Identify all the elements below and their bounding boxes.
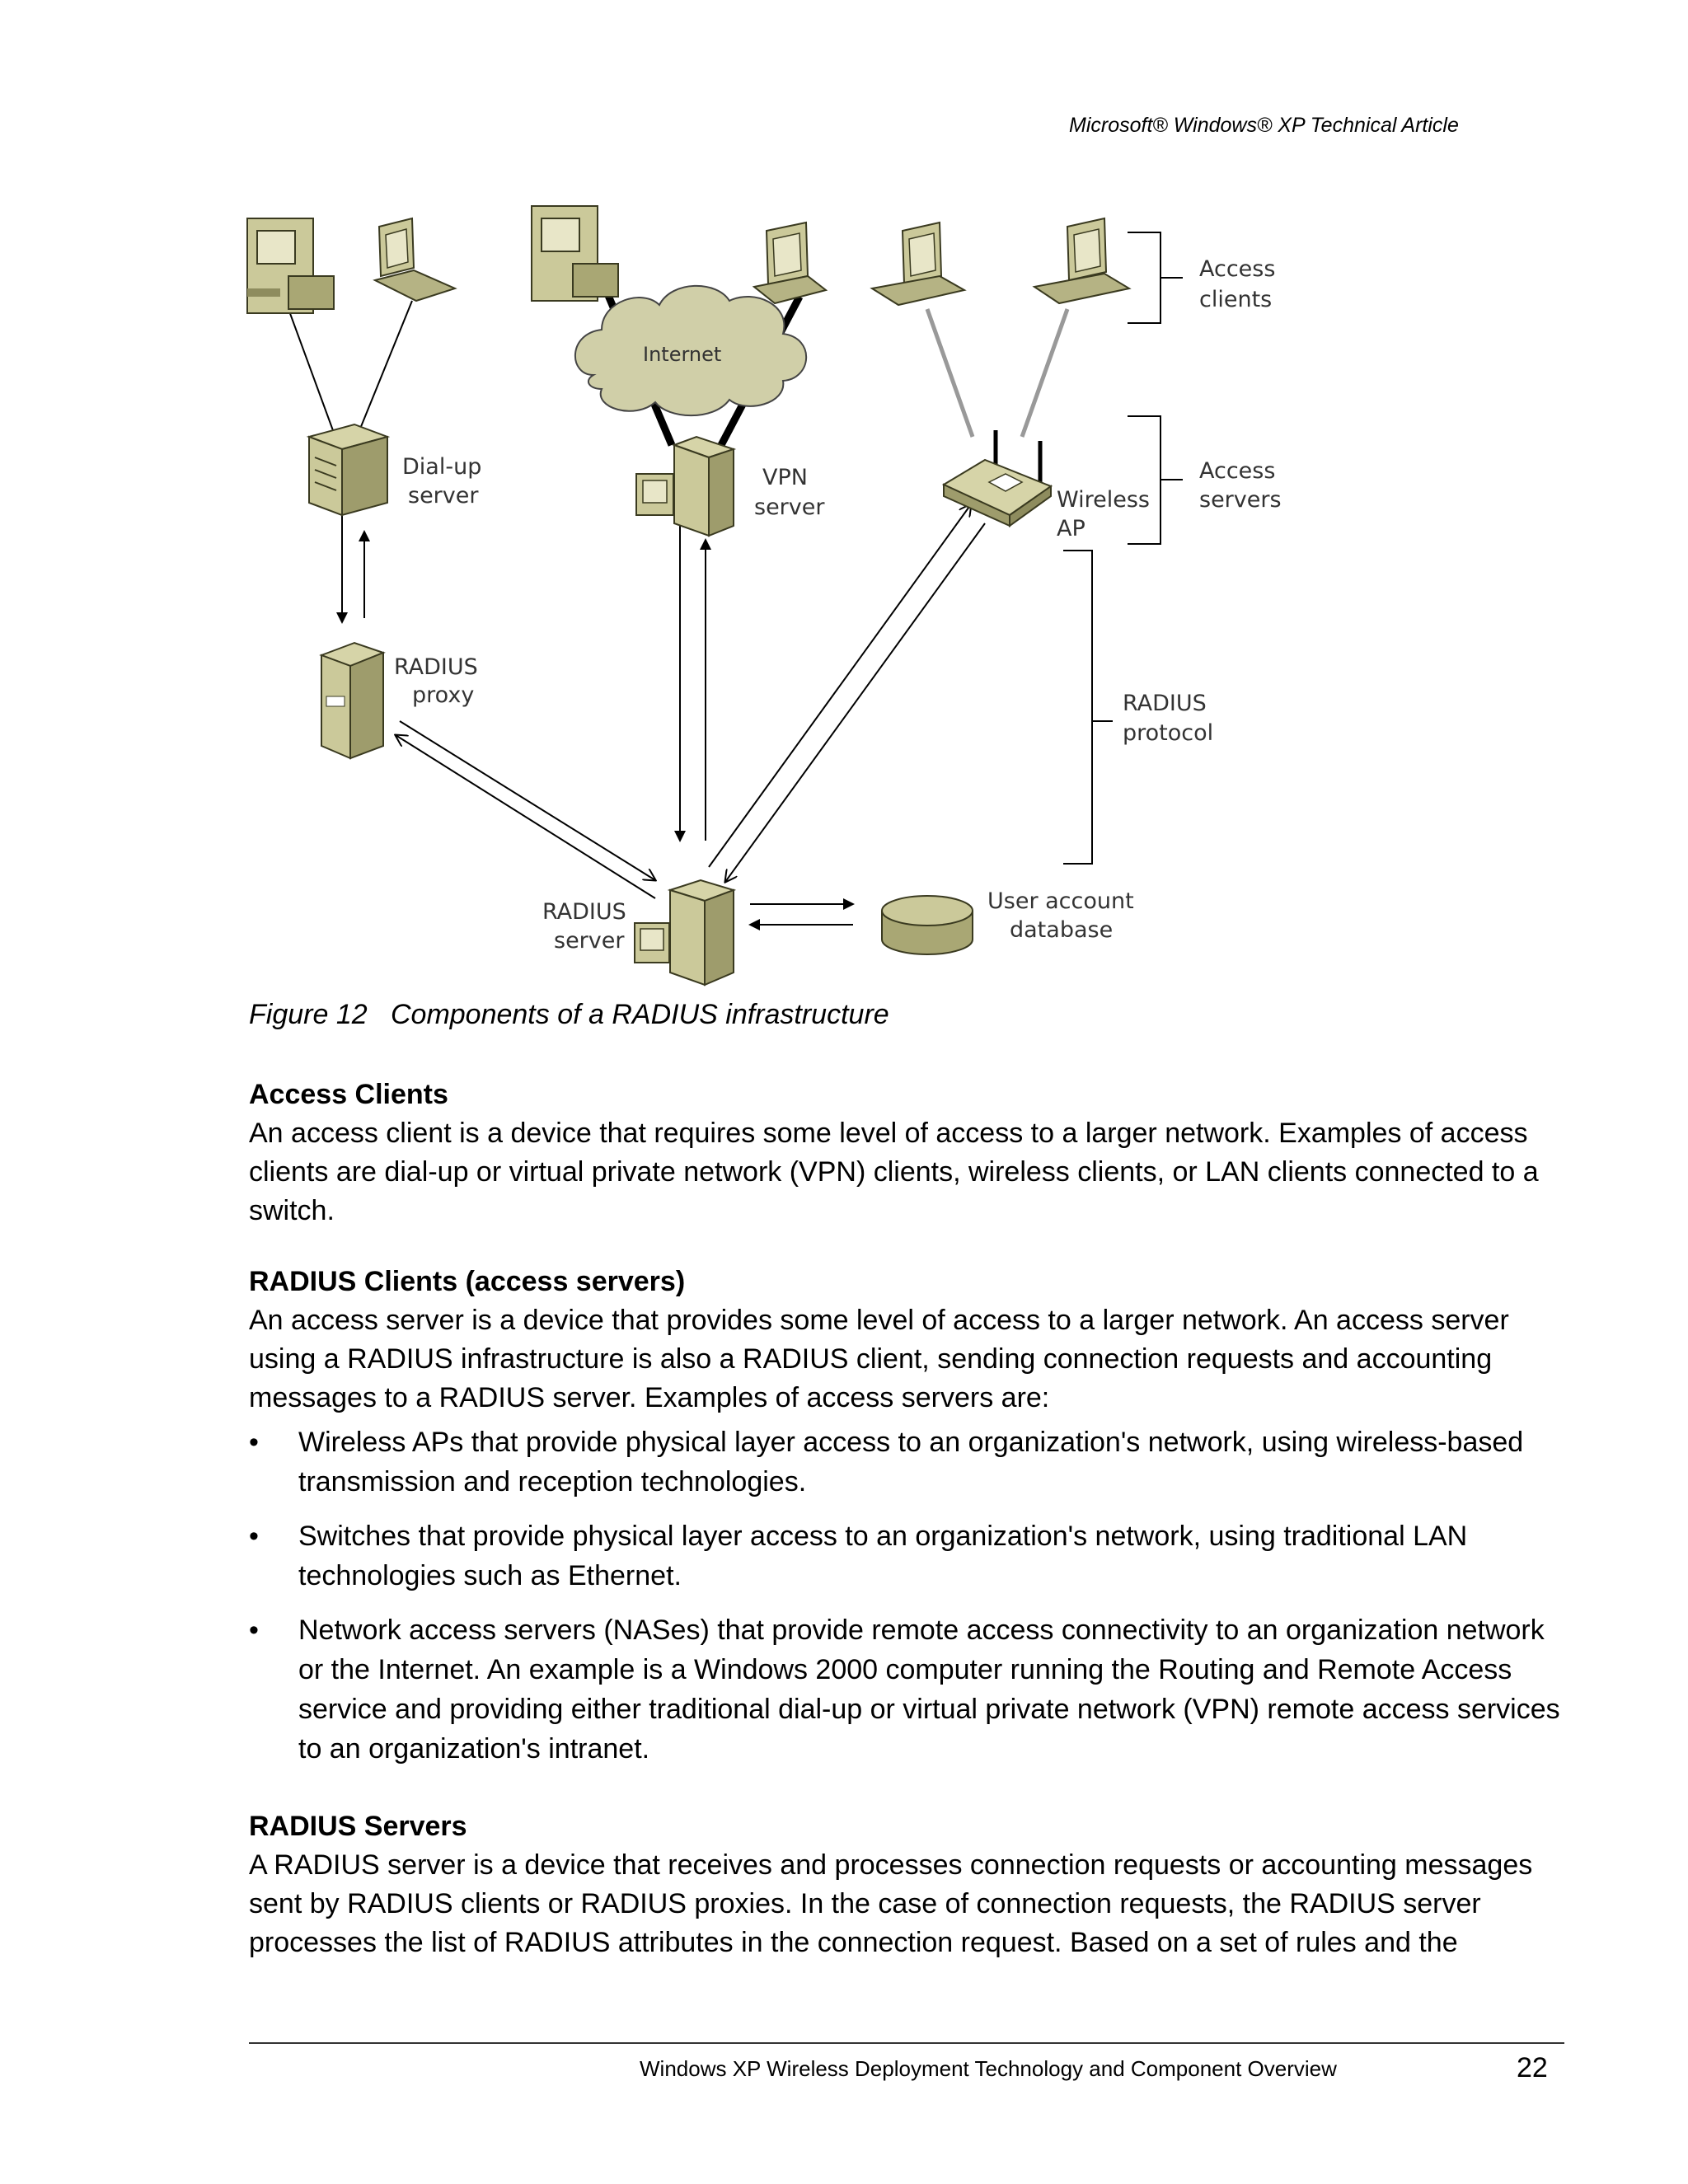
list-item: • Wireless APs that provide physical laye… [249, 1422, 1568, 1502]
access-server-examples-list: • Wireless APs that provide physical laye… [249, 1422, 1568, 1769]
bullet-glyph: • [249, 1427, 259, 1458]
list-item-text: Switches that provide physical layer acc… [298, 1521, 1468, 1591]
laptop-icon [1032, 217, 1132, 305]
list-item: • Switches that provide physical layer ac… [249, 1516, 1568, 1596]
database-icon [881, 895, 973, 955]
radius-proxy-label-line2: proxy [412, 682, 474, 708]
access-clients-label-line1: Access [1199, 256, 1275, 282]
dialup-server-icon [306, 423, 391, 517]
list-item-text: Wireless APs that provide physical layer… [298, 1427, 1524, 1497]
radius-protocol-label-line2: protocol [1123, 720, 1213, 746]
radius-proxy-server-icon [319, 641, 386, 760]
wireless-ap-label-line2: AP [1057, 516, 1085, 541]
radius-protocol-label-line1: RADIUS [1123, 691, 1207, 716]
list-item: • Network access servers (NASes) that pro… [249, 1610, 1568, 1769]
section-body: An access client is a device that requir… [249, 1118, 1539, 1226]
section-radius-servers: RADIUS Servers A RADIUS server is a devi… [249, 1807, 1568, 1962]
radius-server-icon [634, 879, 737, 987]
dialup-server-label-line2: server [408, 483, 479, 509]
section-heading: Access Clients [249, 1079, 448, 1110]
internet-cloud-icon [574, 284, 808, 417]
wireless-ap-label-line1: Wireless [1057, 487, 1150, 513]
bullet-glyph: • [249, 1615, 259, 1646]
access-clients-label-line2: clients [1199, 287, 1272, 312]
desktop-computer-icon [246, 218, 335, 314]
radius-message-arrows [336, 494, 986, 930]
vpn-server-icon [635, 435, 737, 537]
list-item-text: Network access servers (NASes) that prov… [298, 1615, 1560, 1765]
access-servers-label-line1: Access [1199, 458, 1275, 484]
footer-text: Windows XP Wireless Deployment Technolog… [640, 2056, 1337, 2081]
access-servers-label-line2: servers [1199, 487, 1282, 513]
radius-server-label-line2: server [554, 928, 625, 954]
section-heading: RADIUS Servers [249, 1811, 467, 1842]
internet-label: Internet [643, 343, 721, 366]
vpn-server-label-line1: VPN [762, 465, 808, 490]
vpn-server-label-line2: server [754, 494, 825, 520]
laptop-icon [870, 221, 967, 307]
section-heading: RADIUS Clients (access servers) [249, 1266, 686, 1297]
radius-proxy-label-line1: RADIUS [394, 654, 478, 680]
laptop-icon [752, 221, 828, 305]
section-radius-clients: RADIUS Clients (access servers) An acces… [249, 1263, 1568, 1783]
page-number: 22 [1517, 2052, 1548, 2083]
footer-divider [249, 2042, 1564, 2044]
radius-infrastructure-diagram: Internet [246, 205, 1282, 987]
radius-server-label-line1: RADIUS [542, 899, 626, 925]
desktop-computer-icon [531, 205, 619, 302]
user-db-label-line2: database [1010, 917, 1113, 943]
page-header: Microsoft® Windows® XP Technical Article [1069, 114, 1459, 137]
bullet-glyph: • [249, 1521, 259, 1552]
bracket-lines [1063, 232, 1183, 865]
user-db-label-line1: User account [987, 888, 1134, 914]
section-body: An access server is a device that provid… [249, 1305, 1509, 1413]
wireless-ap-icon [941, 430, 1053, 527]
section-access-clients: Access Clients An access client is a dev… [249, 1076, 1568, 1230]
figure-caption: Figure 12 Components of a RADIUS infrast… [249, 999, 889, 1030]
dialup-server-label-line1: Dial-up [402, 454, 481, 480]
section-body: A RADIUS server is a device that receive… [249, 1849, 1533, 1958]
laptop-icon [373, 217, 457, 302]
